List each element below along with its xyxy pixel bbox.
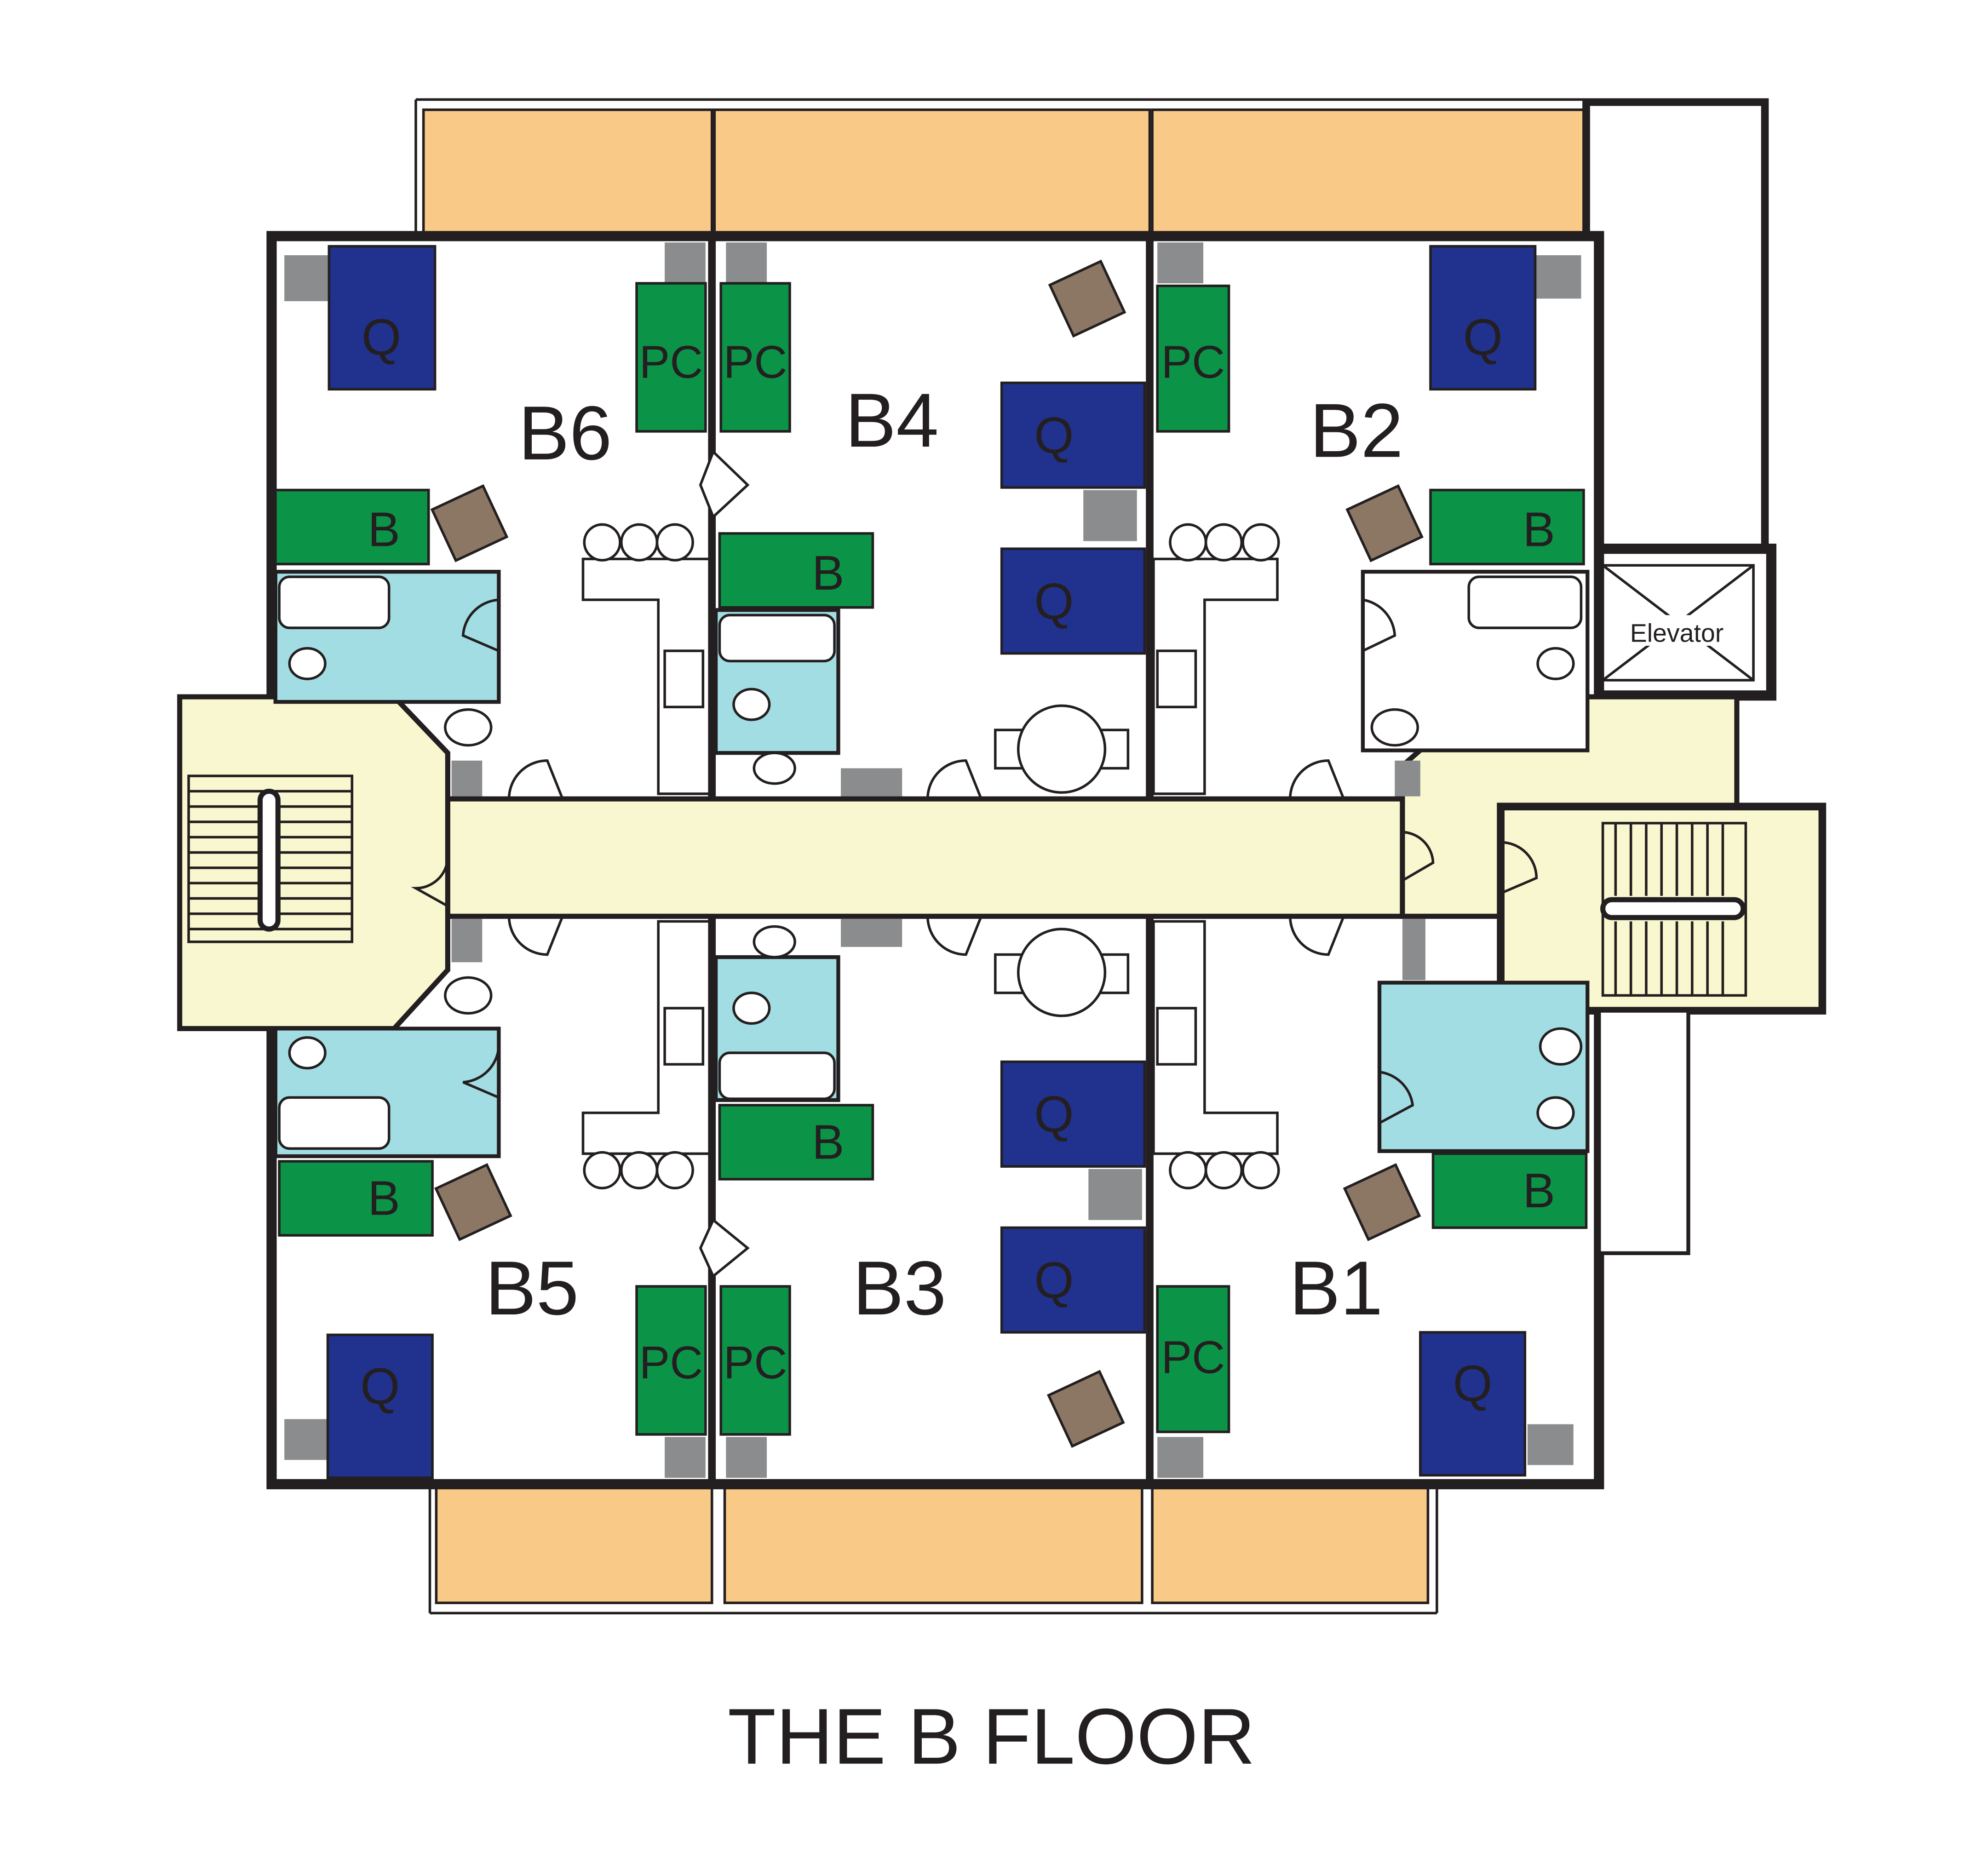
unit-label-b2: B2 [1310, 388, 1403, 473]
sink-b5 [444, 976, 493, 1015]
east-stairs [1600, 821, 1747, 997]
kitchen-b1 [1152, 920, 1279, 1155]
balcony-top-mid [713, 108, 1151, 236]
svg-text:PC: PC [724, 337, 787, 388]
pc-desk-b4: PC [719, 282, 791, 433]
queen-bed-b4-1: Q [1000, 381, 1146, 489]
svg-text:B: B [368, 1172, 400, 1226]
svg-text:PC: PC [724, 1337, 787, 1388]
queen-bed-b5: Q [326, 1333, 434, 1479]
pc-desk-b2: PC [1156, 284, 1230, 433]
pc-desks: PC PC PC PC PC PC [635, 282, 1230, 1436]
bunk-bed-b5: B [278, 1160, 434, 1237]
toilet-b2 [1536, 647, 1575, 680]
elevator: Elevator [1581, 544, 1776, 701]
bunk-bed-b3: B [718, 1104, 874, 1181]
bunk-bed-b2: B [1429, 488, 1585, 566]
bath-b1 [1377, 981, 1590, 1153]
svg-text:Q: Q [1034, 1086, 1074, 1143]
svg-text:Q: Q [1034, 573, 1074, 630]
tub-b3 [718, 1051, 836, 1100]
kitchen-b2 [1152, 557, 1279, 795]
toilet-b3 [732, 992, 771, 1025]
balcony-bottom-mid [723, 1486, 1143, 1604]
balcony-top-left [422, 108, 713, 236]
svg-text:B: B [368, 503, 400, 557]
bunk-beds: B B B B B B [274, 488, 1588, 1237]
unit-label-b4: B4 [845, 378, 939, 463]
unit-label-b5: B5 [485, 1245, 579, 1331]
unit-labels: B6 B4 B2 B5 B3 B1 [485, 378, 1403, 1331]
unit-label-b1: B1 [1289, 1245, 1383, 1331]
kitchen-b5 [581, 920, 711, 1155]
pc-desk-b1: PC [1156, 1285, 1230, 1434]
west-stair-lobby [177, 694, 450, 1032]
kitchens [581, 523, 1280, 1190]
closets [284, 242, 1581, 1478]
tub-b5 [278, 1096, 391, 1150]
bath-fixtures [278, 575, 1583, 1150]
sink-b3 [753, 925, 796, 958]
queen-bed-b3-1: Q [1000, 1060, 1146, 1168]
interior-walls [708, 236, 1154, 1485]
svg-text:Q: Q [1034, 1252, 1074, 1309]
elevator-label: Elevator [1630, 619, 1724, 648]
dining-tables [994, 704, 1130, 1017]
toilet-b4 [732, 688, 771, 721]
queen-bed-b3-2: Q [1000, 1226, 1146, 1334]
balcony-rails [414, 98, 1584, 1615]
toilet-b5 [288, 1036, 327, 1070]
svg-text:B: B [1523, 1164, 1555, 1218]
bunk-bed-b1: B [1431, 1152, 1588, 1229]
svg-text:Q: Q [1463, 309, 1503, 366]
queen-bed-b2: Q [1429, 245, 1537, 391]
toilet-b6 [288, 647, 327, 680]
toilet-b1 [1536, 1096, 1575, 1130]
shaft-lower [1597, 1009, 1690, 1256]
balcony-bottom-left [435, 1486, 713, 1604]
kitchen-b6 [581, 557, 711, 795]
pc-desk-b5: PC [635, 1285, 707, 1436]
tub-b4 [718, 614, 836, 663]
bunk-bed-b6: B [274, 488, 430, 566]
svg-text:Q: Q [1453, 1355, 1492, 1412]
west-stairs [187, 774, 354, 943]
page-title: THE B FLOOR [728, 1692, 1255, 1781]
svg-text:PC: PC [639, 1337, 703, 1388]
unit-label-b3: B3 [853, 1245, 947, 1331]
sink-b4 [753, 752, 796, 785]
shaft-upper [1582, 98, 1769, 553]
sink-b2 [1370, 708, 1419, 747]
unit-label-b6: B6 [518, 390, 612, 476]
svg-text:Q: Q [360, 1358, 400, 1415]
svg-text:Q: Q [1034, 407, 1074, 464]
queen-bed-b6: Q [328, 245, 437, 391]
svg-text:B: B [812, 546, 844, 600]
tub-b6 [278, 575, 391, 629]
svg-text:PC: PC [1161, 337, 1225, 388]
svg-text:Q: Q [362, 309, 401, 366]
balconies [422, 108, 1585, 1604]
doors [411, 449, 1538, 1279]
sink-b1 [1539, 1027, 1583, 1066]
sink-b6 [444, 708, 493, 747]
svg-text:B: B [1523, 503, 1555, 557]
svg-text:PC: PC [1161, 1332, 1225, 1383]
pc-desk-b3: PC [719, 1285, 791, 1436]
svg-text:B: B [812, 1116, 844, 1170]
tub-b2 [1467, 575, 1583, 629]
svg-text:PC: PC [639, 337, 703, 388]
balcony-bottom-right [1151, 1486, 1430, 1604]
pc-desk-b6: PC [635, 282, 707, 433]
queen-bed-b4-2: Q [1000, 547, 1146, 655]
dressers [430, 259, 1424, 1448]
bunk-bed-b4: B [718, 532, 874, 609]
queen-bed-b1: Q [1419, 1331, 1527, 1477]
balcony-top-right [1151, 108, 1585, 236]
queen-beds: Q Q Q Q Q Q Q Q [326, 245, 1537, 1479]
central-corridor [448, 799, 1402, 917]
